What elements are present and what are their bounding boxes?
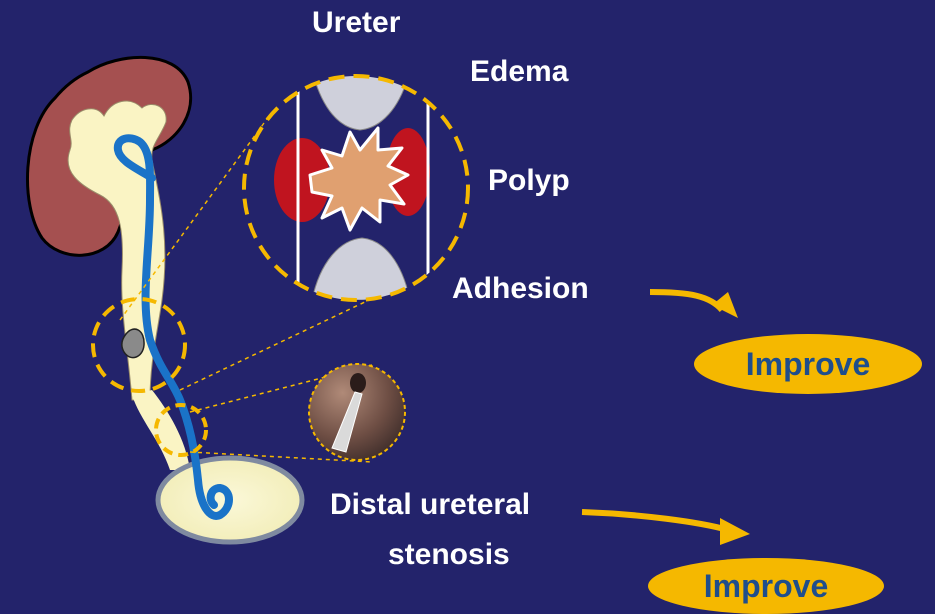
label-ureter: Ureter [312, 6, 400, 40]
label-adhesion: Adhesion [452, 272, 589, 306]
label-stenosis-line2: stenosis [388, 538, 510, 572]
improve-badge-2: Improve [648, 558, 884, 614]
label-edema: Edema [470, 55, 568, 89]
arrow-to-improve-1 [650, 292, 722, 310]
zoom-view [244, 60, 468, 300]
arrow-head-2 [720, 518, 750, 545]
kidney-illustration [27, 57, 190, 400]
arrow-head-1 [712, 292, 738, 318]
arrow-to-improve-2 [582, 512, 728, 530]
label-polyp: Polyp [488, 164, 570, 198]
improve-badge-1: Improve [694, 334, 922, 394]
label-stenosis-line1: Distal ureteral [330, 488, 530, 522]
endoscope-view [309, 364, 405, 460]
